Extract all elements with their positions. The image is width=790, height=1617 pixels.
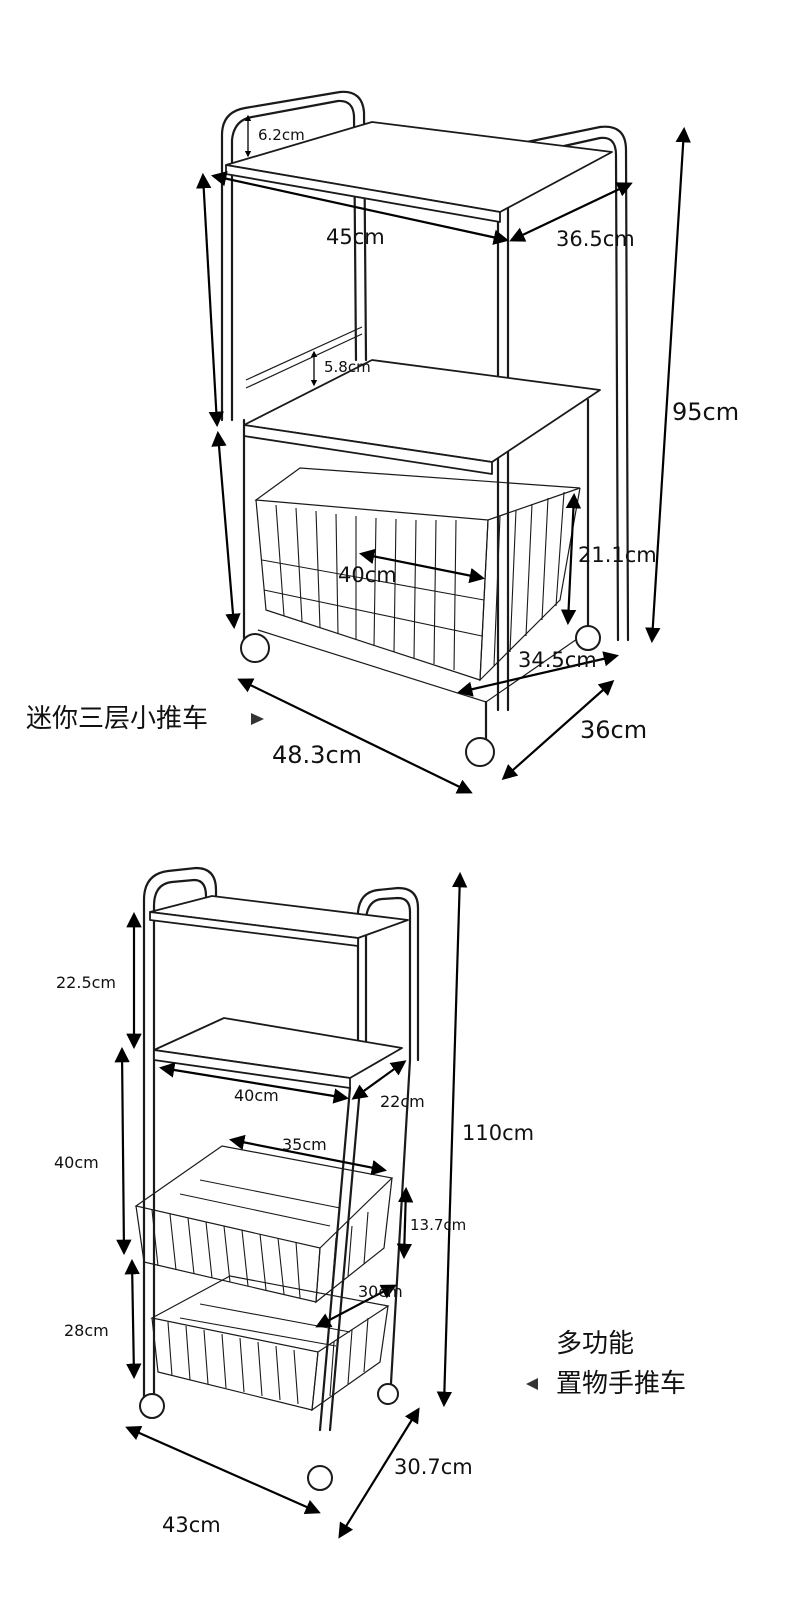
cart-two-dimension-arrows [114,871,468,1539]
cart-two-middle-spacing: 40cm [54,1153,99,1172]
cart-two-upper-spacing: 22.5cm [56,973,116,992]
cart-two-basket-height: 13.7cm [410,1216,466,1234]
triangle-right-icon [251,713,264,725]
cart-one-total-height: 95cm [672,398,739,426]
cart-one-basket-height: 21.1cm [578,543,657,567]
cart-one-overall-depth: 36cm [580,716,647,744]
cart-one-product-name: 迷你三层小推车 [26,704,208,734]
cart-two-lower-spacing: 28cm [64,1321,109,1340]
cart-two-shelf-width: 40cm [234,1086,279,1105]
cart-two-product-name-line1: 多功能 [556,1329,634,1359]
cart-one-dimension-arrows [196,114,691,794]
cart-one-overall-width: 48.3cm [272,741,362,769]
cart-one-basket-depth: 34.5cm [518,648,597,672]
cart-one-top-rail-height: 6.2cm [258,126,305,144]
cart-two-product-name-line2: 置物手推车 [556,1369,686,1399]
cart-one-shelf-depth: 36.5cm [556,227,635,251]
cart-one-basket-width: 40cm [338,563,397,587]
cart-two-total-height: 110cm [462,1121,534,1145]
cart-two-overall-depth: 30.7cm [394,1455,473,1479]
cart-two-drawing [134,866,420,1491]
cart-two-basket-width: 35cm [282,1135,327,1154]
cart-two-basket-depth: 30cm [358,1282,403,1301]
cart-one-shelf-width: 45cm [326,225,385,249]
cart-two-shelf-depth: 22cm [380,1092,425,1111]
cart-one-middle-rail-height: 5.8cm [324,358,371,376]
triangle-left-icon [526,1378,538,1390]
cart-two-overall-width: 43cm [162,1513,221,1537]
